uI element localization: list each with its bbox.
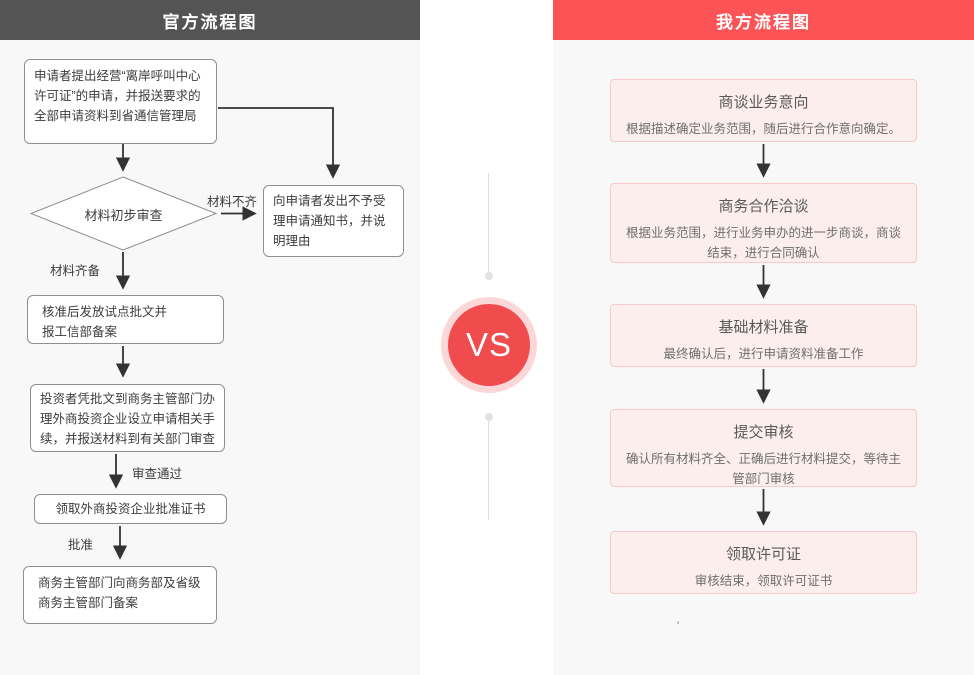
vs-badge-ring: VS xyxy=(441,297,537,393)
flow-step-record: 商务主管部门向商务部及省级 商务主管部门备案 xyxy=(23,566,217,624)
flow-step-investor-apply: 投资者凭批文到商务主管部门办理外商投资企业设立申请相关手续，并报送材料到有关部门… xyxy=(30,384,225,452)
our-flow-connectors xyxy=(756,144,771,526)
our-step-3: 基础材料准备 最终确认后，进行申请资料准备工作 xyxy=(610,304,917,367)
flow-step-apply: 申请者提出经营“离岸呼叫中心许可证”的申请，并报送要求的全部申请资料到省通信管理… xyxy=(24,59,217,144)
our-step-1: 商谈业务意向 根据描述确定业务范围，随后进行合作意向确定。 xyxy=(610,79,917,142)
official-flow-panel: 官方流程图 申请者提出经营“离岸呼叫中心许可证” xyxy=(0,0,420,675)
flow-step-reject-notice: 向申请者发出不予受理申请通知书，并说明理由 xyxy=(263,185,404,257)
vs-label: VS xyxy=(465,326,513,363)
divider-line-top xyxy=(488,173,489,272)
flow-decision-material-review: 材料初步审查 xyxy=(84,208,163,223)
our-step-2: 商务合作洽谈 根据业务范围，进行业务申办的进一步商谈，商谈结束，进行合同确认 xyxy=(610,183,917,263)
label-materials-incomplete: 材料不齐 xyxy=(207,195,258,209)
our-step-2-title: 商务合作洽谈 xyxy=(718,198,809,215)
official-flow-header: 官方流程图 xyxy=(0,0,420,40)
our-step-4-title: 提交审核 xyxy=(733,424,794,441)
vs-badge: VS xyxy=(448,304,530,386)
flow-step-issue-approval: 核准后发放试点批文并 报工信部备案 xyxy=(27,295,224,344)
our-step-5-desc: 审核结束，领取许可证书 xyxy=(694,574,833,588)
our-flow-header: 我方流程图 xyxy=(553,0,974,40)
our-step-4-desc: 确认所有材料齐全、正确后进行材料提交，等待主管部门审核 xyxy=(625,452,901,486)
flow-step-certificate: 领取外商投资企业批准证书 xyxy=(34,494,227,524)
our-step-5: 领取许可证 审核结束，领取许可证书 xyxy=(610,531,917,594)
official-flow-title: 官方流程图 xyxy=(162,12,258,32)
divider-dot-top xyxy=(485,272,493,280)
label-approved: 批准 xyxy=(68,538,94,552)
label-review-passed: 审查通过 xyxy=(132,467,183,481)
our-step-4: 提交审核 确认所有材料齐全、正确后进行材料提交，等待主管部门审核 xyxy=(610,409,917,487)
divider-line-bottom xyxy=(488,421,489,520)
our-flow-panel: 我方流程图 商谈业务意向 根据描述确定业务范围，随后进行合作意向确定。 商务合作… xyxy=(553,0,974,675)
divider-dot-bottom xyxy=(485,413,493,421)
our-step-3-desc: 最终确认后，进行申请资料准备工作 xyxy=(663,347,864,361)
label-materials-complete: 材料齐备 xyxy=(50,264,101,278)
our-step-2-desc: 根据业务范围，进行业务申办的进一步商谈，商谈结束，进行合同确认 xyxy=(625,226,901,260)
official-flow-connectors xyxy=(29,107,341,560)
our-step-1-desc: 根据描述确定业务范围，随后进行合作意向确定。 xyxy=(625,122,901,136)
our-step-1-title: 商谈业务意向 xyxy=(718,94,809,111)
our-step-5-title: 领取许可证 xyxy=(725,546,801,563)
our-step-3-title: 基础材料准备 xyxy=(718,319,809,336)
our-flow-title: 我方流程图 xyxy=(716,12,811,32)
stray-mark: ' xyxy=(677,620,680,632)
